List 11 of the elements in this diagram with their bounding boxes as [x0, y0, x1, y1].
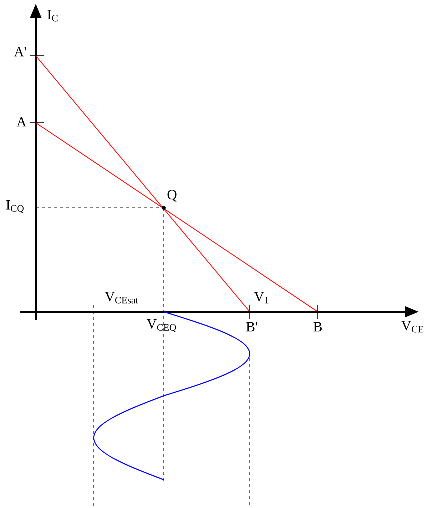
axis-label: V$_{CEsat}$ [105, 292, 138, 304]
axis-label: Q [168, 190, 178, 202]
axis-label: A [16, 117, 27, 127]
axis-label: B' [246, 322, 258, 332]
axis-label: V$_{1}$ [254, 292, 269, 304]
axis-label: I$_{CQ}$ [6, 200, 24, 214]
axis-label: B [314, 322, 322, 332]
axis-label: V$_{CE}$ [402, 321, 424, 333]
axis-label: I$_{C}$ [48, 10, 58, 22]
axis-label: A' [14, 47, 26, 57]
axis-label: V$_{CEQ}$ [147, 320, 176, 332]
